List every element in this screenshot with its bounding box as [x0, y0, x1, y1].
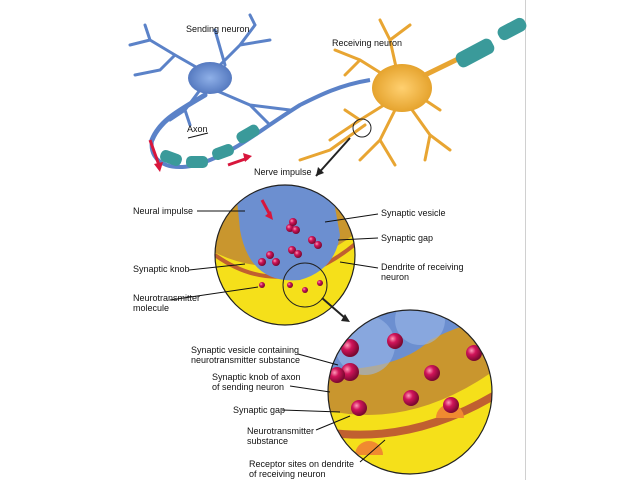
label-line: Dendrite of receiving: [381, 262, 464, 272]
sending-neuron: [128, 13, 292, 143]
label-line: Synaptic vesicle containing: [191, 345, 300, 355]
label-line: substance: [247, 436, 289, 446]
label-line: Receptor sites on dendrite: [249, 459, 355, 469]
label-sending-neuron: Sending neuron: [186, 24, 250, 34]
label-line: of receiving neuron: [249, 469, 326, 479]
axon-myelin: [149, 78, 371, 170]
label-synaptic-gap: Synaptic gap: [381, 233, 434, 243]
leader-lines: [169, 132, 386, 463]
page-edge-divider: [525, 0, 526, 480]
label-line: neurotransmitter substance: [191, 355, 301, 365]
label-nerve-impulse: Nerve impulse: [254, 167, 312, 177]
label-line: of sending neuron: [212, 382, 285, 392]
label-synaptic-knob: Synaptic knob: [133, 264, 190, 274]
label-axon: Axon: [187, 124, 208, 134]
synapse-closeup: [215, 185, 355, 325]
label-line: molecule: [133, 303, 170, 313]
label-bottom-synaptic-gap: Synaptic gap: [233, 405, 286, 415]
label-receiving-neuron: Receiving neuron: [332, 38, 403, 48]
label-neural-impulse: Neural impulse: [133, 206, 194, 216]
label-line: Neurotransmitter: [133, 293, 201, 303]
label-synaptic-vesicle: Synaptic vesicle: [381, 208, 446, 218]
synaptic-gap-closeup: [328, 310, 492, 474]
label-line: Neurotransmitter: [247, 426, 315, 436]
label-line: neuron: [381, 272, 410, 282]
label-line: Synaptic knob of axon: [212, 372, 301, 382]
receiving-neuron: [298, 17, 527, 167]
zoom-arrow-1: [315, 137, 351, 177]
